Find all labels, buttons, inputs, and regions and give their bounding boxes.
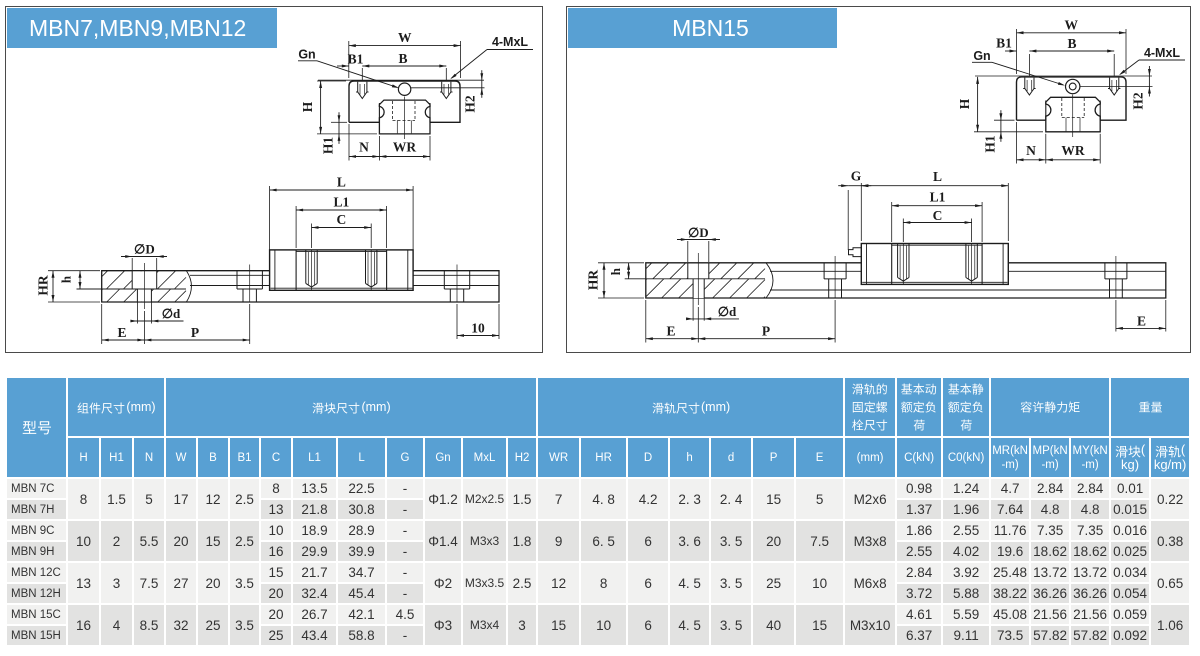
svg-text:Gn: Gn	[298, 48, 315, 62]
svg-text:H1: H1	[982, 135, 997, 153]
svg-text:L: L	[933, 169, 942, 184]
svg-text:WR: WR	[393, 140, 417, 155]
svg-text:HR: HR	[586, 270, 601, 291]
svg-text:∅d: ∅d	[718, 304, 737, 319]
svg-text:HR: HR	[36, 275, 51, 296]
svg-text:C: C	[933, 208, 943, 223]
svg-text:L: L	[337, 175, 346, 190]
svg-text:W: W	[1064, 17, 1078, 32]
svg-text:C: C	[337, 212, 347, 227]
svg-text:L1: L1	[930, 189, 946, 204]
svg-text:∅d: ∅d	[162, 306, 181, 321]
svg-text:E: E	[117, 325, 126, 340]
svg-text:B1: B1	[348, 52, 364, 67]
svg-text:N: N	[1026, 143, 1036, 158]
svg-text:∅D: ∅D	[134, 242, 155, 257]
svg-text:P: P	[191, 325, 199, 340]
svg-text:Gn: Gn	[973, 49, 990, 63]
svg-text:E: E	[1137, 313, 1146, 328]
svg-text:4-MxL: 4-MxL	[492, 35, 528, 49]
svg-text:B1: B1	[996, 36, 1012, 51]
svg-text:P: P	[762, 324, 770, 339]
svg-text:WR: WR	[1061, 143, 1085, 158]
svg-text:B: B	[398, 51, 407, 66]
svg-text:H1: H1	[321, 137, 336, 155]
svg-text:h: h	[59, 275, 74, 283]
svg-text:G: G	[851, 169, 862, 184]
svg-text:W: W	[398, 30, 412, 45]
svg-text:B: B	[1067, 36, 1076, 51]
svg-text:h: h	[608, 267, 623, 275]
svg-text:L1: L1	[334, 195, 350, 210]
svg-text:H: H	[957, 98, 972, 109]
svg-text:N: N	[359, 140, 369, 155]
svg-text:∅D: ∅D	[688, 225, 709, 240]
svg-text:H: H	[300, 101, 315, 112]
svg-text:10: 10	[471, 321, 485, 336]
svg-text:H2: H2	[1130, 92, 1145, 110]
svg-text:H2: H2	[463, 95, 478, 113]
svg-text:E: E	[666, 324, 675, 339]
svg-text:4-MxL: 4-MxL	[1144, 46, 1180, 60]
